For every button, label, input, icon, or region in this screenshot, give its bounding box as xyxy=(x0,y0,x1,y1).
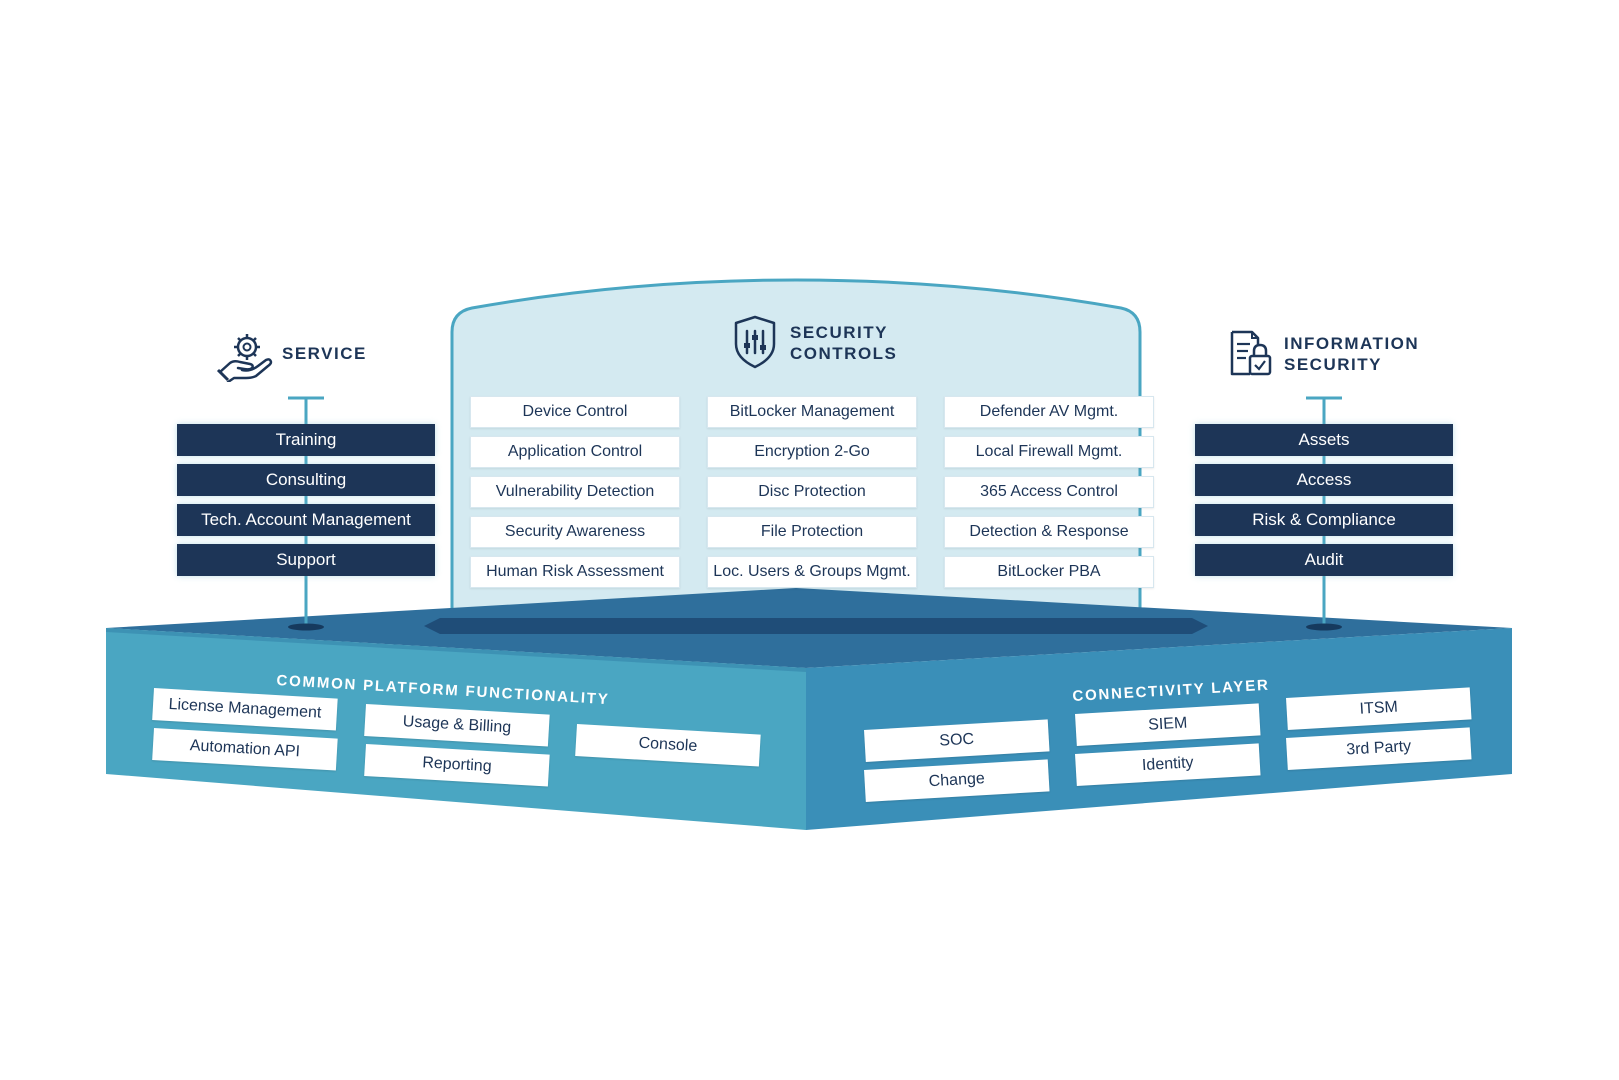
control-security-awareness: Security Awareness xyxy=(470,516,680,548)
service-item-training: Training xyxy=(177,424,435,456)
infosec-item-access: Access xyxy=(1195,464,1453,496)
control-encryption-2-go: Encryption 2-Go xyxy=(707,436,917,468)
control-application-control: Application Control xyxy=(470,436,680,468)
security-controls-title-line2: CONTROLS xyxy=(790,344,898,363)
control-disc-protection: Disc Protection xyxy=(707,476,917,508)
control-human-risk-assessment: Human Risk Assessment xyxy=(470,556,680,588)
control-365-access-control: 365 Access Control xyxy=(944,476,1154,508)
control-detection-response: Detection & Response xyxy=(944,516,1154,548)
information-security-title-line2: SECURITY xyxy=(1284,355,1382,374)
information-security-title-line1: INFORMATION xyxy=(1284,334,1420,353)
control-local-firewall-mgmt: Local Firewall Mgmt. xyxy=(944,436,1154,468)
service-item-consulting: Consulting xyxy=(177,464,435,496)
control-bitlocker-management: BitLocker Management xyxy=(707,396,917,428)
control-device-control: Device Control xyxy=(470,396,680,428)
infosec-item-assets: Assets xyxy=(1195,424,1453,456)
shield-sliders-icon xyxy=(732,314,778,370)
security-controls-title: SECURITY CONTROLS xyxy=(790,322,897,364)
information-security-title: INFORMATION SECURITY xyxy=(1284,333,1419,375)
control-bitlocker-pba: BitLocker PBA xyxy=(944,556,1154,588)
control-loc-users-groups-mgmt: Loc. Users & Groups Mgmt. xyxy=(707,556,917,588)
infosec-item-audit: Audit xyxy=(1195,544,1453,576)
control-file-protection: File Protection xyxy=(707,516,917,548)
control-defender-av-mgmt: Defender AV Mgmt. xyxy=(944,396,1154,428)
service-item-support: Support xyxy=(177,544,435,576)
infosec-item-risk-compliance: Risk & Compliance xyxy=(1195,504,1453,536)
panel-slot xyxy=(424,618,1208,634)
control-vulnerability-detection: Vulnerability Detection xyxy=(470,476,680,508)
service-item-tech-account-management: Tech. Account Management xyxy=(177,504,435,536)
security-controls-title-line1: SECURITY xyxy=(790,323,888,342)
service-title: SERVICE xyxy=(282,344,367,363)
document-lock-icon xyxy=(1228,330,1274,378)
hand-gear-icon xyxy=(216,328,274,384)
